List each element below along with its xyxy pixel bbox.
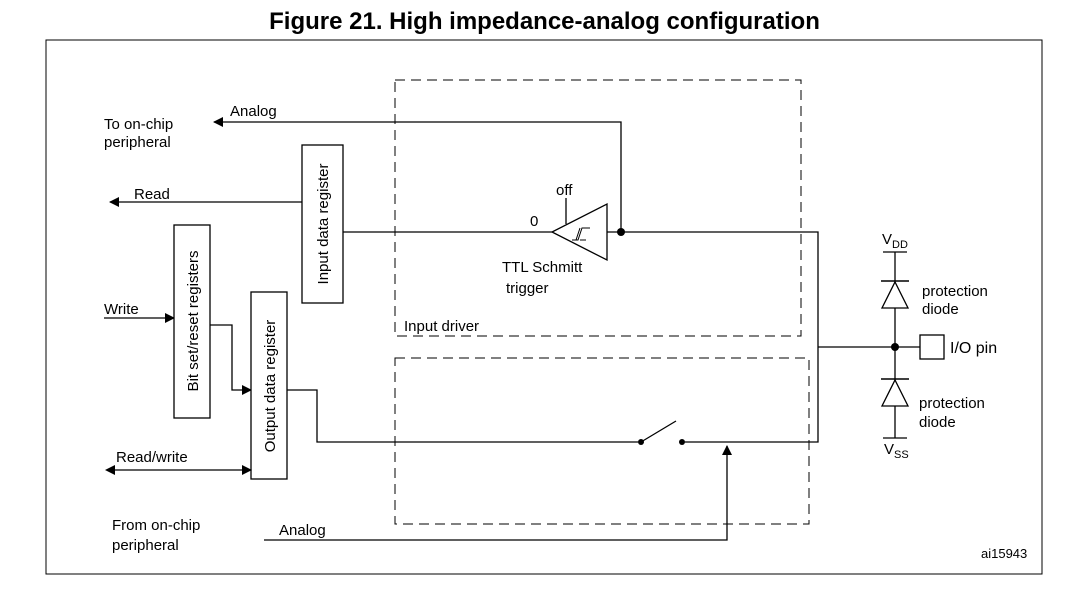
io-pin-label: I/O pin [950,340,997,357]
bsr-to-odr-wire [210,324,252,395]
from-onchip-label-1: From on-chip [112,517,200,534]
input-data-register-label: Input data register [315,164,332,285]
analog-in-wire [264,445,732,541]
io-pin [919,334,945,360]
analog-out-label: Analog [230,103,277,120]
hysteresis-icon [572,227,590,241]
pin-input-wire [607,231,819,347]
analog-out-wire [213,117,622,232]
schmitt-label-1: TTL Schmitt [502,259,583,276]
switch-to-pin-wire [685,347,819,443]
vss-label: VSS [884,441,909,461]
write-label: Write [104,301,139,318]
input-driver-label: Input driver [404,318,479,335]
analog-junction [617,228,625,236]
input-driver-box [394,79,802,337]
figure-id: ai15943 [981,546,1027,561]
protection-top-label-1: protection [922,283,988,300]
read-label: Read [134,186,170,203]
protection-bottom-label-1: protection [919,395,985,412]
schmitt-off-label: off [556,182,573,199]
output-switch [640,420,677,443]
schmitt-trigger [550,202,608,262]
protection-diode-bottom [880,378,910,407]
output-driver-box [394,357,810,525]
vdd-label: VDD [882,231,908,251]
to-onchip-label-1: To on-chip [104,116,173,133]
to-onchip-label-2: peripheral [104,134,171,151]
protection-bottom-label-2: diode [919,414,956,431]
from-onchip-label-2: peripheral [112,537,179,554]
input-data-register [301,144,344,304]
protection-top-label-2: diode [922,301,959,318]
figure-title: Figure 21. High impedance-analog configu… [269,8,820,35]
read-write-label: Read/write [116,449,188,466]
output-data-register-label: Output data register [262,320,279,453]
switch-contact-right [679,439,685,445]
protection-diode-top [880,280,910,309]
diagram-frame [45,39,1043,575]
odr-to-switch-wire [287,389,638,443]
schmitt-zero-label: 0 [530,213,538,230]
analog-in-label: Analog [279,522,326,539]
output-data-register [250,291,288,480]
bit-set-reset-registers-label: Bit set/reset registers [185,251,202,392]
schmitt-label-2: trigger [506,280,549,297]
bit-set-reset-registers [173,224,211,419]
